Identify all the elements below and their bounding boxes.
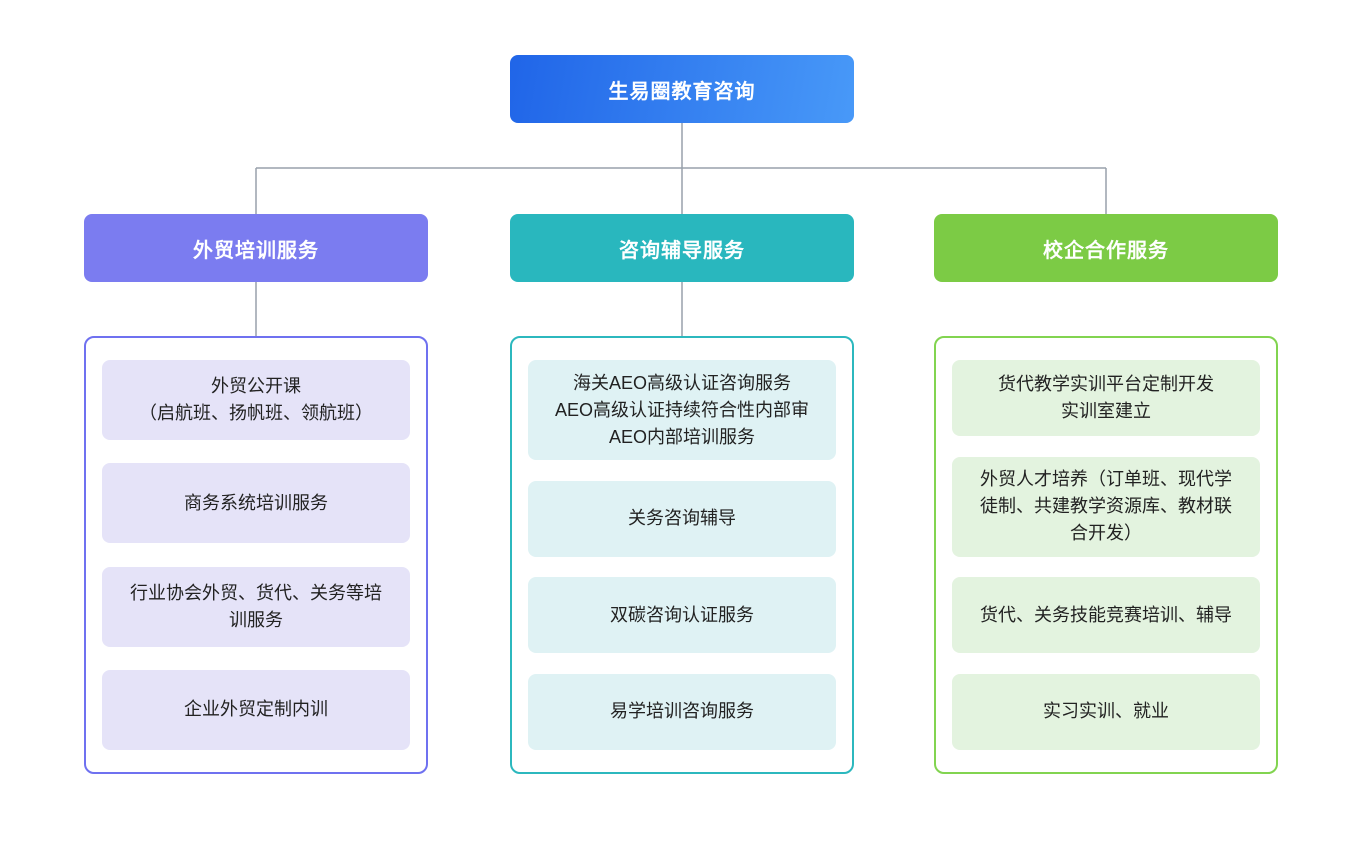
branch-node-school-enterprise[interactable]: 校企合作服务	[934, 214, 1278, 282]
branch-node-label: 咨询辅导服务	[619, 239, 745, 262]
leaf-node-label: 企业外贸定制内训	[184, 699, 328, 720]
leaf-node-label: 外贸人才培养（订单班、现代学徒制、共建教学资源库、教材联合开发）	[980, 469, 1232, 544]
leaf-node-label: 海关AEO高级认证咨询服务 AEO高级认证持续符合性内部审 AEO内部培训服务	[554, 372, 809, 447]
leaf-node[interactable]: 行业协会外贸、货代、关务等培训服务	[102, 566, 410, 647]
leaf-node-label: 行业协会外贸、货代、关务等培训服务	[130, 582, 382, 630]
leaf-node-label: 外贸公开课 （启航班、扬帆班、领航班）	[139, 376, 373, 423]
branch-node-label: 校企合作服务	[1043, 239, 1169, 262]
leaf-node[interactable]: 海关AEO高级认证咨询服务 AEO高级认证持续符合性内部审 AEO内部培训服务	[528, 360, 836, 460]
leaf-node-label: 双碳咨询认证服务	[610, 604, 754, 625]
branch-node-foreign-trade-training[interactable]: 外贸培训服务	[84, 214, 428, 282]
leaf-node-label: 实习实训、就业	[1043, 701, 1169, 722]
group-consulting-coaching[interactable]: 海关AEO高级认证咨询服务 AEO高级认证持续符合性内部审 AEO内部培训服务 …	[510, 336, 854, 774]
group-school-enterprise[interactable]: 货代教学实训平台定制开发 实训室建立 外贸人才培养（订单班、现代学徒制、共建教学…	[934, 336, 1278, 774]
leaf-node-label: 商务系统培训服务	[184, 492, 328, 513]
leaf-node-label: 货代教学实训平台定制开发 实训室建立	[998, 374, 1214, 421]
leaf-node[interactable]: 关务咨询辅导	[528, 480, 836, 557]
leaf-node[interactable]: 外贸人才培养（订单班、现代学徒制、共建教学资源库、教材联合开发）	[952, 456, 1260, 557]
leaf-node[interactable]: 企业外贸定制内训	[102, 669, 410, 750]
leaf-node[interactable]: 双碳咨询认证服务	[528, 577, 836, 654]
leaf-node[interactable]: 商务系统培训服务	[102, 463, 410, 544]
leaf-node[interactable]: 货代教学实训平台定制开发 实训室建立	[952, 360, 1260, 436]
leaf-node-label: 货代、关务技能竞赛培训、辅导	[980, 604, 1232, 625]
leaf-node[interactable]: 实习实训、就业	[952, 673, 1260, 750]
group-foreign-trade-training[interactable]: 外贸公开课 （启航班、扬帆班、领航班） 商务系统培训服务 行业协会外贸、货代、关…	[84, 336, 428, 774]
root-node-label: 生易圈教育咨询	[608, 80, 756, 103]
root-node[interactable]: 生易圈教育咨询	[510, 55, 854, 123]
branch-node-label: 外贸培训服务	[193, 239, 319, 262]
branch-node-consulting-coaching[interactable]: 咨询辅导服务	[510, 214, 854, 282]
leaf-node[interactable]: 易学培训咨询服务	[528, 673, 836, 750]
leaf-node[interactable]: 货代、关务技能竞赛培训、辅导	[952, 577, 1260, 654]
leaf-node-label: 易学培训咨询服务	[610, 701, 754, 722]
leaf-node[interactable]: 外贸公开课 （启航班、扬帆班、领航班）	[102, 360, 410, 440]
leaf-node-label: 关务咨询辅导	[628, 508, 736, 529]
